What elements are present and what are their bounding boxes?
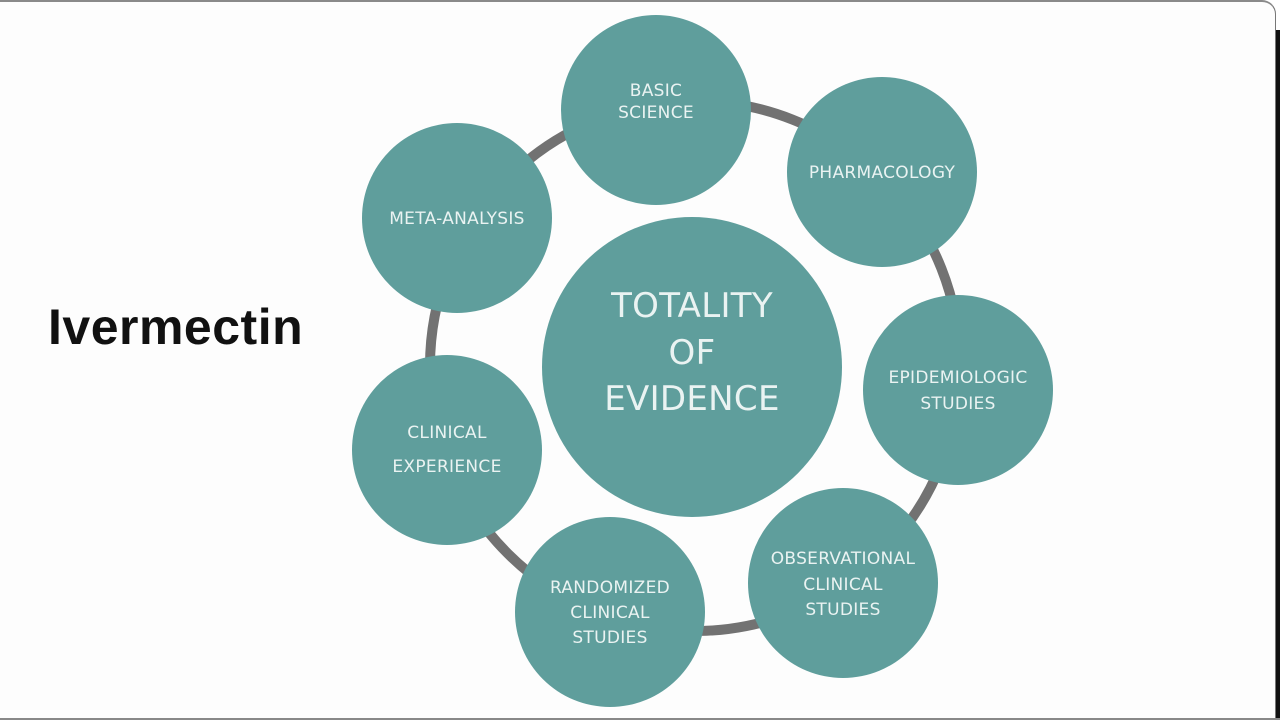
totality-of-evidence-label: OF — [669, 333, 716, 373]
bottom-border — [0, 718, 1280, 720]
pharmacology-circle — [787, 77, 977, 267]
clinical-experience-node: CLINICAL EXPERIENCE — [352, 355, 542, 545]
meta-analysis-label: META-ANALYSIS — [389, 209, 525, 229]
totality-of-evidence-label: EVIDENCE — [604, 379, 780, 419]
randomized-clinical-studies-label: RANDOMIZED — [550, 578, 670, 598]
window-edge — [1276, 30, 1280, 720]
randomized-clinical-studies-label: STUDIES — [572, 628, 647, 648]
epidemiologic-studies-circle — [863, 295, 1053, 485]
totality-of-evidence-circle — [542, 217, 842, 517]
basic-science-circle — [561, 15, 751, 205]
slide-title: Ivermectin — [48, 299, 304, 355]
observational-clinical-studies-label: OBSERVATIONAL — [771, 549, 916, 569]
pharmacology-node: PHARMACOLOGY — [787, 77, 977, 267]
clinical-experience-circle — [352, 355, 542, 545]
meta-analysis-circle — [362, 123, 552, 313]
observational-clinical-studies-label: CLINICAL — [803, 575, 883, 595]
pharmacology-label: PHARMACOLOGY — [809, 163, 956, 183]
meta-analysis-node: META-ANALYSIS — [362, 123, 552, 313]
epidemiologic-studies-node: EPIDEMIOLOGIC STUDIES — [863, 295, 1053, 485]
basic-science-label: SCIENCE — [618, 103, 694, 123]
totality-of-evidence-label: TOTALITY — [610, 286, 773, 326]
randomized-clinical-studies-circle — [515, 517, 705, 707]
epidemiologic-studies-label: STUDIES — [920, 394, 995, 414]
observational-clinical-studies-label: STUDIES — [805, 600, 880, 620]
observational-clinical-studies-node: OBSERVATIONAL CLINICAL STUDIES — [748, 488, 938, 678]
clinical-experience-label: EXPERIENCE — [392, 457, 501, 477]
epidemiologic-studies-label: EPIDEMIOLOGIC — [888, 368, 1027, 388]
randomized-clinical-studies-node: RANDOMIZED CLINICAL STUDIES — [515, 517, 705, 707]
basic-science-label: BASIC — [630, 81, 682, 101]
clinical-experience-label: CLINICAL — [407, 423, 487, 443]
totality-of-evidence-node: TOTALITY OF EVIDENCE — [542, 217, 842, 517]
randomized-clinical-studies-label: CLINICAL — [570, 603, 650, 623]
observational-clinical-studies-circle — [748, 488, 938, 678]
